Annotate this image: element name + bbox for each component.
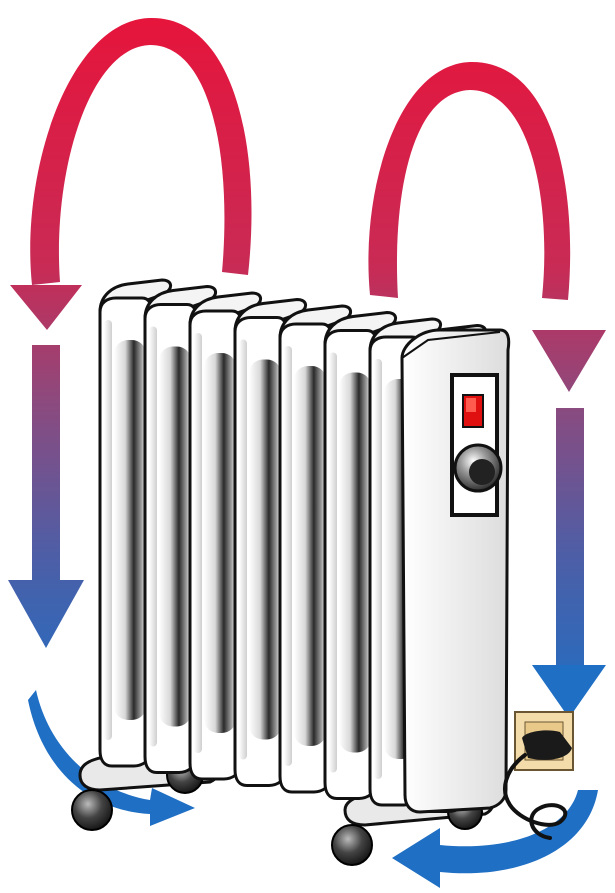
wheel [72, 790, 112, 830]
wheel [332, 825, 372, 865]
right-arrowhead-lower [532, 665, 606, 718]
wall-socket [515, 712, 573, 770]
left-arc-band [30, 18, 251, 285]
right-shaft-mid [556, 408, 584, 668]
right-arc-band [368, 62, 570, 300]
control-panel [402, 330, 509, 812]
left-arrowhead-upper [10, 285, 82, 330]
right-arrowhead-upper [532, 330, 606, 392]
left-shaft-mid [32, 345, 60, 580]
left-arrowhead-lower [8, 580, 84, 648]
